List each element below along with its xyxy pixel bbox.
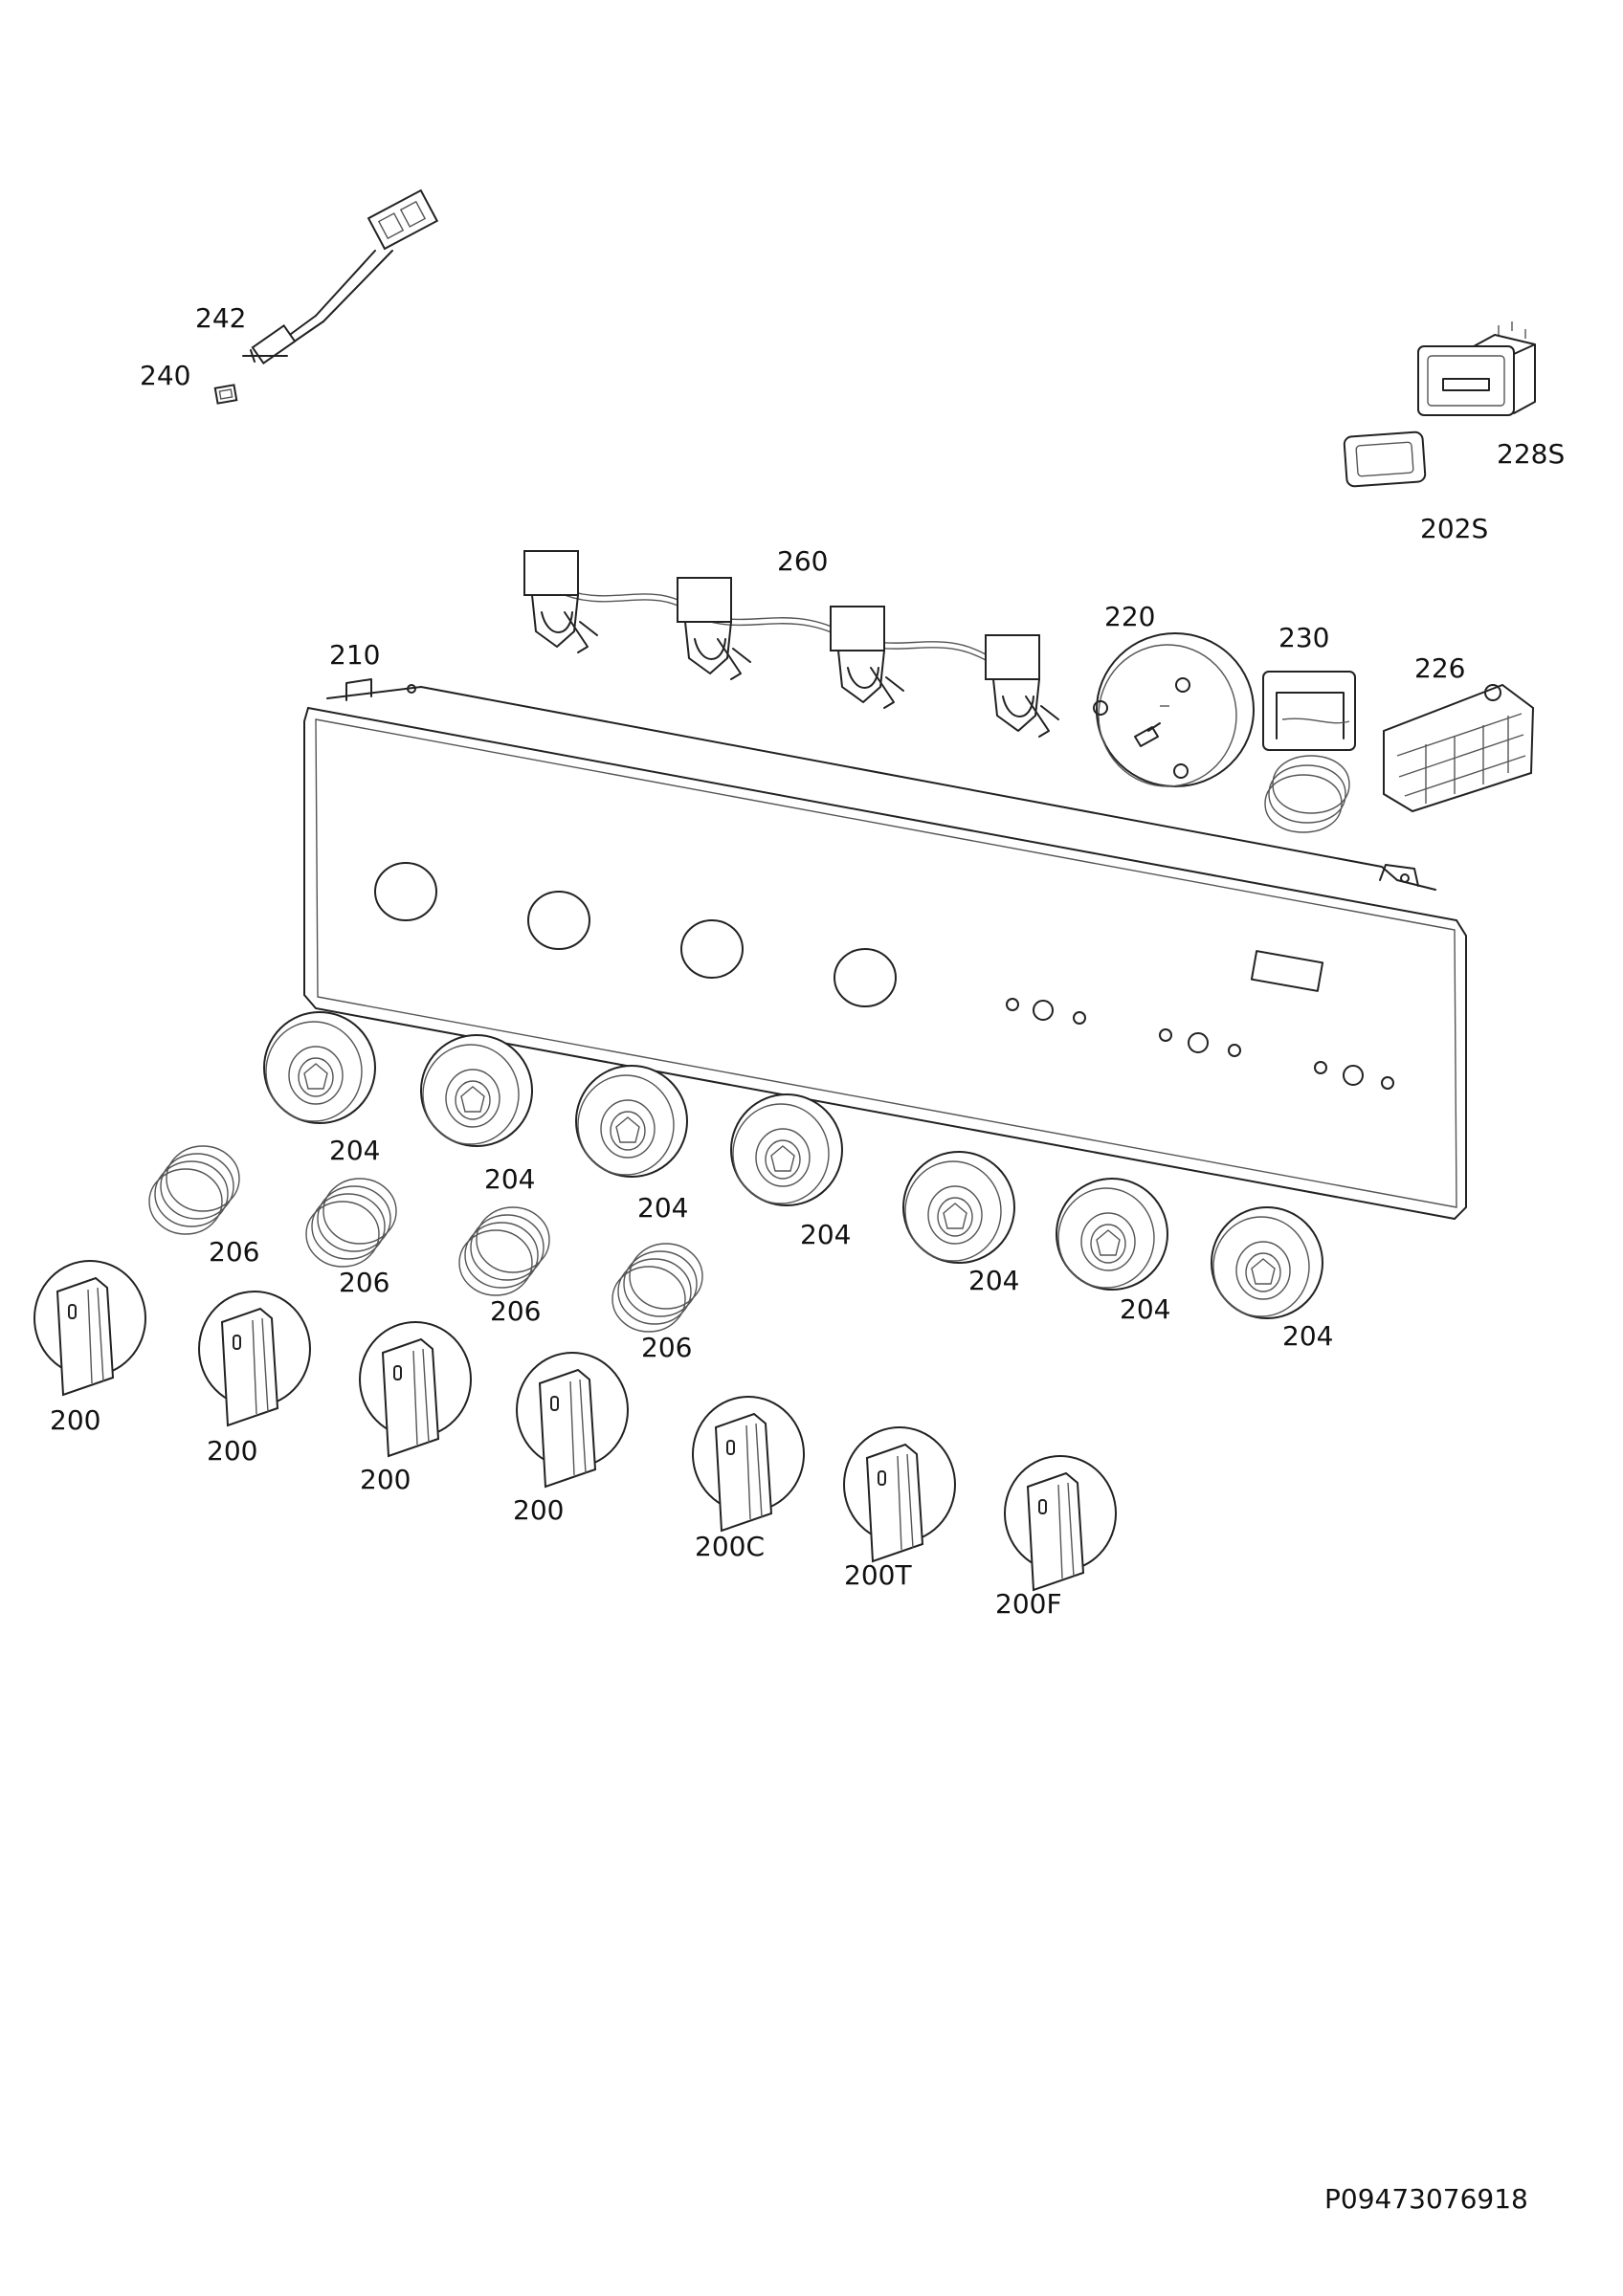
label-200T: 200T [844, 1559, 912, 1591]
spring-2 [305, 1178, 397, 1268]
part-labels: 242 240 228S 202S 260 220 230 226 210 20… [50, 302, 1565, 2215]
label-240: 240 [140, 360, 190, 391]
bezel-2 [420, 1034, 533, 1147]
bezel-1 [263, 1011, 376, 1124]
label-200-1: 200 [50, 1404, 100, 1436]
label-206-3: 206 [490, 1295, 541, 1327]
part-206-springs [148, 1145, 703, 1333]
knob-200C [692, 1396, 805, 1533]
part-210-control-panel [303, 678, 1467, 1221]
label-200-4: 200 [513, 1494, 564, 1526]
label-206-4: 206 [641, 1332, 692, 1363]
label-204-2: 204 [484, 1163, 535, 1195]
label-200F: 200F [995, 1588, 1062, 1620]
spring-1 [148, 1145, 240, 1235]
knob-200-1 [33, 1260, 146, 1397]
label-202S: 202S [1420, 513, 1488, 544]
part-226-selector-switch [1383, 683, 1535, 813]
bezel-6 [1056, 1178, 1168, 1291]
knob-200F [1004, 1455, 1117, 1592]
label-204-4: 204 [800, 1219, 851, 1250]
spring-4 [611, 1243, 703, 1333]
part-240-plug [213, 384, 238, 405]
label-210: 210 [329, 639, 380, 671]
bezel-7 [1211, 1206, 1323, 1319]
label-204-5: 204 [968, 1265, 1019, 1296]
knob-200-3 [359, 1321, 472, 1458]
part-204-bezels [263, 1011, 1323, 1319]
part-202S-gasket [1343, 430, 1427, 488]
part-260-ignition-harness [523, 550, 1059, 738]
bezel-3 [575, 1065, 688, 1178]
label-200-3: 200 [360, 1464, 411, 1495]
part-242-connector-lead [242, 188, 439, 365]
label-206-1: 206 [209, 1236, 259, 1268]
label-260: 260 [777, 545, 828, 577]
part-230-thermostat [1262, 671, 1356, 833]
knob-200T [843, 1426, 956, 1563]
part-200-knobs [33, 1260, 1117, 1592]
knob-200-2 [198, 1291, 311, 1427]
label-200C: 200C [695, 1531, 765, 1562]
label-242: 242 [195, 302, 246, 334]
bezel-5 [902, 1151, 1015, 1264]
label-228S: 228S [1497, 438, 1565, 470]
label-226: 226 [1414, 652, 1465, 684]
spring-3 [458, 1206, 550, 1296]
bezel-4 [730, 1093, 843, 1206]
label-204-7: 204 [1282, 1320, 1333, 1352]
label-220: 220 [1104, 601, 1155, 632]
label-200-2: 200 [207, 1435, 257, 1467]
part-220-timer [1093, 632, 1255, 787]
label-230: 230 [1278, 622, 1329, 653]
knob-200-4 [516, 1352, 629, 1489]
label-206-2: 206 [339, 1267, 389, 1298]
part-228S-switch [1417, 321, 1536, 416]
label-204-1: 204 [329, 1135, 380, 1166]
drawing-number: P09473076918 [1324, 2183, 1528, 2215]
label-204-6: 204 [1120, 1293, 1170, 1325]
label-204-3: 204 [637, 1192, 688, 1224]
